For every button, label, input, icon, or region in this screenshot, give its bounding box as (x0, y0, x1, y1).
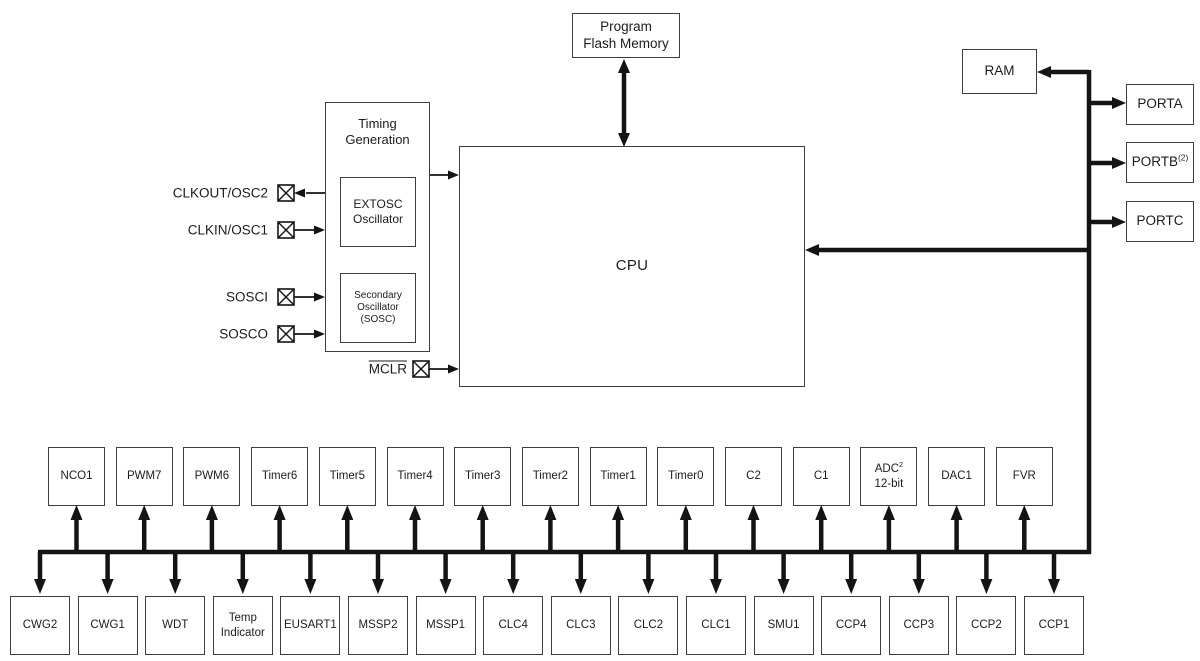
box-c2: C2 (725, 447, 782, 506)
box-ccp4: CCP4 (821, 596, 882, 655)
box-adc2: ADC2 12-bit (860, 447, 918, 506)
box-ccp3: CCP3 (888, 596, 949, 655)
box-timer0: Timer0 (657, 447, 715, 506)
box-pwm6: PWM6 (183, 447, 241, 506)
box-clc4: CLC4 (483, 596, 544, 655)
box-timer6: Timer6 (251, 447, 309, 506)
cpu-box: CPU (459, 146, 805, 387)
program-flash-memory-box: Program Flash Memory (572, 13, 680, 58)
box-cwg1: CWG1 (77, 596, 138, 655)
secondary-oscillator-box: Secondary Oscillator (SOSC) (340, 273, 416, 343)
box-clc3: CLC3 (550, 596, 611, 655)
pin-label-sosco: SOSCO (219, 326, 268, 342)
pin-label-clkout-osc2: CLKOUT/OSC2 (172, 185, 268, 201)
box-pwm7: PWM7 (115, 447, 173, 506)
timing-generation-label: Timing Generation (345, 116, 410, 147)
box-smu1: SMU1 (753, 596, 814, 655)
box-timer1: Timer1 (589, 447, 647, 506)
box-clc2: CLC2 (618, 596, 679, 655)
box-portb-2: PORTB(2) (1126, 142, 1194, 183)
pin-label-clkin-osc1: CLKIN/OSC1 (187, 222, 268, 238)
box-timer2: Timer2 (521, 447, 579, 506)
pin-label-sosci: SOSCI (225, 289, 268, 305)
box-timer3: Timer3 (454, 447, 512, 506)
box-clc1: CLC1 (686, 596, 746, 655)
box-cwg2: CWG2 (10, 596, 70, 655)
box-ccp2: CCP2 (956, 596, 1017, 655)
box-wdt: WDT (145, 596, 206, 655)
box-eusart1: EUSART1 (280, 596, 341, 655)
box-mssp2: MSSP2 (348, 596, 408, 655)
box-ccp1: CCP1 (1024, 596, 1084, 655)
box-portc: PORTC (1126, 201, 1194, 242)
box-dac1: DAC1 (928, 447, 986, 506)
box-temp-indicator: Temp Indicator (212, 596, 273, 655)
box-timer4: Timer4 (386, 447, 444, 506)
pin-label-mclr: MCLR (368, 361, 407, 377)
box-c1: C1 (792, 447, 850, 506)
box-fvr: FVR (995, 447, 1053, 506)
box-mssp1: MSSP1 (415, 596, 476, 655)
box-porta: PORTA (1126, 84, 1194, 125)
extosc-oscillator-box: EXTOSC Oscillator (340, 177, 416, 247)
ram-box: RAM (962, 49, 1037, 94)
box-timer5: Timer5 (318, 447, 376, 506)
box-nco1: NCO1 (48, 447, 105, 506)
